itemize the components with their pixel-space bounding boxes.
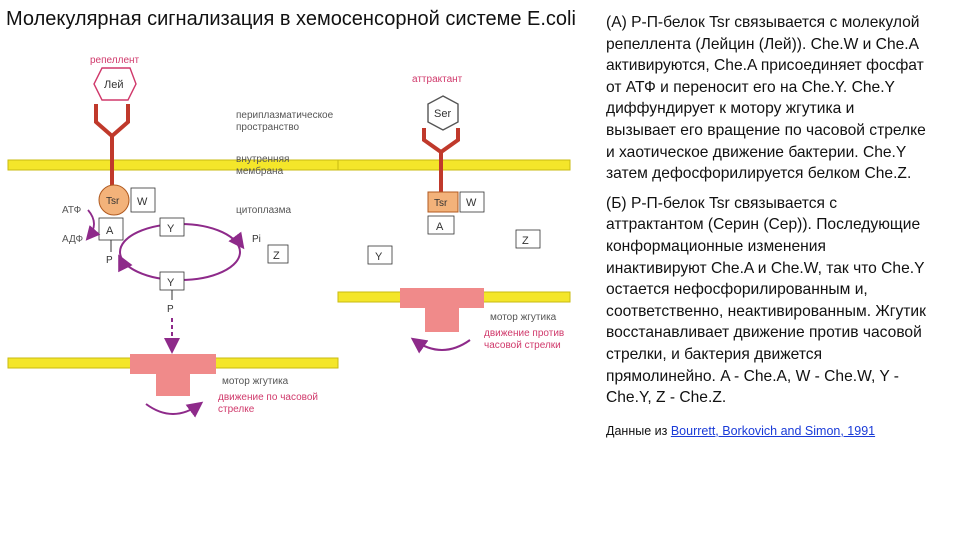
chea-label-b: A [436, 221, 444, 233]
atp-label: АТФ [62, 205, 82, 216]
tsr-label-a: Tsr [106, 196, 120, 207]
pi-label: Pi [252, 234, 261, 245]
inner-membrane-label: внутренняя мембрана [236, 154, 290, 177]
flagellar-motor-b [400, 288, 484, 332]
explanation-panel: (А) Р-П-белок Tsr связывается с молекуло… [606, 12, 926, 439]
chemotaxis-diagram: репеллент Лей Tsr W A P АТФ АДФ Y Y P Pi… [7, 55, 571, 418]
source-prefix: Данные из [606, 423, 671, 438]
receptor-a [94, 104, 130, 188]
source-link[interactable]: Bourrett, Borkovich and Simon, 1991 [670, 423, 876, 438]
leu-label: Лей [104, 79, 123, 91]
label-b: (Б) [606, 194, 627, 212]
phospho-label-y: P [167, 304, 174, 315]
attractant-label: аттрактант [412, 74, 463, 85]
chew-label-a: W [137, 196, 148, 208]
chez-label-b: Z [522, 235, 529, 247]
motion-label-b: движение против часовой стрелки [484, 328, 565, 351]
chez-label-a: Z [273, 250, 280, 262]
receptor-b [422, 128, 460, 192]
periplasm-label: периплазматическое пространство [236, 110, 334, 133]
clockwise-arrow [145, 401, 204, 418]
repellent-label: репеллент [90, 55, 140, 66]
chew-label-b: W [466, 197, 477, 209]
leu-molecule: Лей [93, 67, 137, 101]
source-citation: Данные из Bourrett, Borkovich and Simon,… [606, 423, 926, 439]
adp-label: АДФ [62, 234, 84, 245]
text-b: Р-П-белок Tsr связывается с аттрактантом… [606, 194, 926, 407]
phospho-label-a: P [106, 255, 113, 266]
chey-label-top: Y [167, 223, 175, 235]
chey-label-b: Y [375, 251, 383, 263]
motor-label-a: мотор жгутика [222, 376, 289, 387]
tsr-complex-a: Tsr W A P [98, 184, 156, 266]
chey-label-bottom: Y [167, 277, 175, 289]
paragraph-b: (Б) Р-П-белок Tsr связывается с аттракта… [606, 193, 926, 409]
slide-title: Молекулярная сигнализация в хемосенсорно… [6, 8, 576, 30]
ser-label: Ser [434, 108, 451, 120]
text-a: Р-П-белок Tsr связывается с молекулой ре… [606, 14, 926, 183]
chea-label-a: A [106, 225, 114, 237]
inner-membrane-b [337, 159, 571, 171]
tsr-complex-b: Tsr W A [427, 191, 485, 235]
label-a: (А) [606, 14, 627, 31]
flagellar-motor-a [130, 354, 216, 396]
cytoplasm-label: цитоплазма [236, 205, 292, 216]
ser-molecule: Ser [427, 95, 459, 131]
motor-label-b: мотор жгутика [490, 312, 557, 323]
motion-label-a: движение по часовой стрелке [218, 392, 318, 415]
tsr-label-b: Tsr [434, 198, 448, 209]
counterclockwise-arrow [410, 337, 471, 354]
paragraph-a: (А) Р-П-белок Tsr связывается с молекуло… [606, 12, 926, 185]
atp-adp-arrow [85, 209, 101, 241]
